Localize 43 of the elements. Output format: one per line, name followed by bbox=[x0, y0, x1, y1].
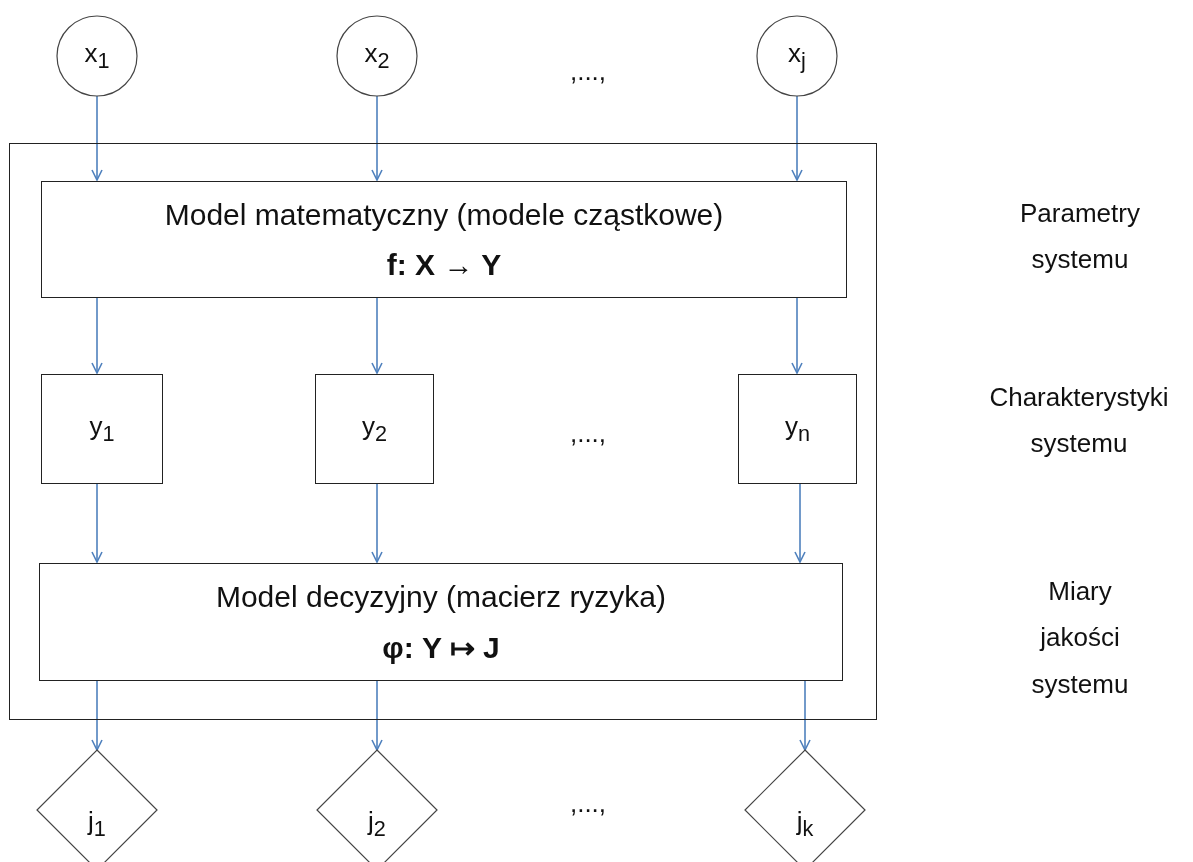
output-diamond bbox=[37, 750, 157, 862]
node-label: y$_{2}$ bbox=[361, 410, 387, 448]
arrow bbox=[791, 296, 803, 374]
ellipsis: ,..., bbox=[568, 787, 608, 820]
arrow bbox=[371, 296, 383, 374]
formula: φ: Y ↦ J bbox=[382, 629, 500, 665]
process-box bbox=[738, 374, 857, 484]
input-circle bbox=[57, 16, 137, 96]
level-label: Miary jakości systemu bbox=[1030, 575, 1130, 701]
node-label: x$_{2}$ bbox=[364, 37, 390, 75]
arrow bbox=[91, 679, 103, 751]
node-label: x$_{j}$ bbox=[788, 37, 806, 75]
formula: f: X → Y bbox=[386, 247, 502, 282]
arrow bbox=[371, 482, 383, 563]
node-label: Model decyzyjny (macierz ryzyka) bbox=[215, 579, 667, 614]
process-box bbox=[41, 374, 163, 484]
process-box bbox=[315, 374, 434, 484]
node-label: Model matematyczny (modele cząstkowe) bbox=[164, 197, 724, 232]
output-diamond bbox=[317, 750, 437, 862]
arrow bbox=[371, 679, 383, 751]
process-box bbox=[39, 563, 843, 681]
arrow bbox=[91, 296, 103, 374]
level-label: Charakterystyki systemu bbox=[988, 381, 1170, 461]
node-label: y$_{1}$ bbox=[89, 410, 115, 448]
ellipsis: ,..., bbox=[568, 55, 608, 88]
input-circle bbox=[757, 16, 837, 96]
arrow bbox=[91, 95, 103, 181]
node-label: j$_{2}$ bbox=[368, 805, 386, 843]
arrow bbox=[371, 95, 383, 181]
arrow bbox=[791, 95, 803, 181]
level-label: Parametry systemu bbox=[1019, 197, 1141, 277]
node-label: y$_{n}$ bbox=[784, 410, 810, 448]
ellipsis: ,..., bbox=[568, 417, 608, 450]
arrow bbox=[799, 679, 811, 751]
node-label: j$_{1}$ bbox=[88, 805, 106, 843]
process-box bbox=[41, 181, 847, 298]
node-label: x$_{1}$ bbox=[84, 37, 110, 75]
node-label: j$_{k}$ bbox=[796, 805, 814, 843]
output-diamond bbox=[745, 750, 865, 862]
input-circle bbox=[337, 16, 417, 96]
system-frame bbox=[9, 143, 877, 720]
arrow bbox=[91, 482, 103, 563]
arrow bbox=[794, 482, 806, 563]
